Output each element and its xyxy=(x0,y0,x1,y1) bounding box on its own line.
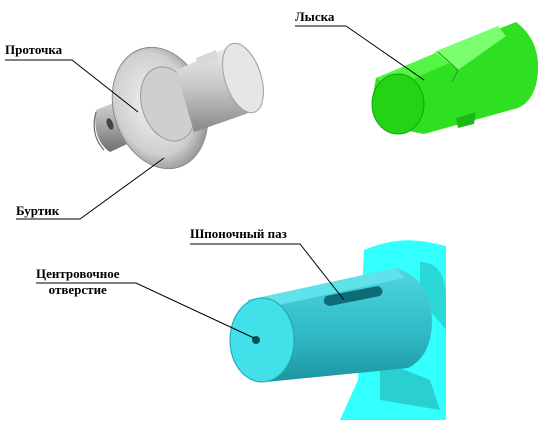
label-burtik: Буртик xyxy=(16,203,60,218)
gray-shaft-icon xyxy=(93,42,264,170)
gray-left-end xyxy=(93,111,105,151)
cyan-top xyxy=(248,268,404,310)
leader-protochka xyxy=(5,59,139,113)
label-lyska: Лыска xyxy=(295,9,335,24)
label-protochka: Проточка xyxy=(5,42,63,57)
cyan-flange-shade xyxy=(420,262,446,330)
leader-burtik xyxy=(16,157,165,220)
gray-right-end xyxy=(222,42,264,114)
cyan-flange-shade-low xyxy=(380,360,440,410)
leader-centr xyxy=(36,282,255,339)
leader-lines xyxy=(5,25,425,339)
gray-hole-1 xyxy=(106,118,114,130)
green-flat-edge xyxy=(437,51,459,83)
green-shaft-icon xyxy=(371,22,539,135)
gray-step xyxy=(196,50,218,68)
green-flat xyxy=(434,26,506,70)
leader-shponka xyxy=(190,243,345,301)
green-end-face xyxy=(371,73,425,135)
cyan-keyway xyxy=(323,286,383,306)
green-under xyxy=(456,112,476,128)
label-centrovochnoe-line2: отверстие xyxy=(48,282,107,297)
cyan-end-face xyxy=(229,297,295,383)
cyan-shaft-icon xyxy=(229,240,446,420)
label-centrovochnoe-line1: Центровочное xyxy=(36,266,120,281)
leader-lyska xyxy=(295,25,425,81)
label-shponochny-paz: Шпоночный паз xyxy=(190,226,287,241)
label-centrovochnoe-otverstie: Центровочное отверстие xyxy=(36,266,120,298)
